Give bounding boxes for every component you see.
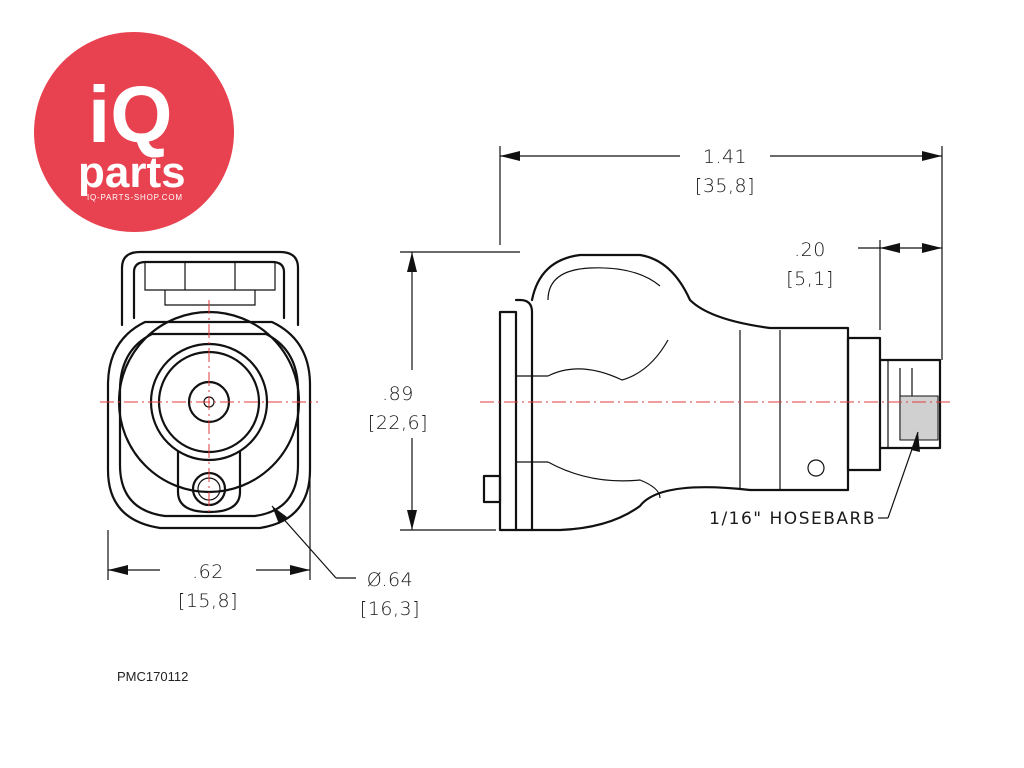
logo-iq-text: iQ bbox=[88, 70, 172, 159]
dim-diameter-arrow bbox=[272, 506, 287, 524]
dim-length-inch: 1.41 bbox=[703, 146, 747, 168]
dimension-labels: 1.41 [35,8] .20 [5,1] .89 [22,6] .62 [15… bbox=[178, 146, 876, 620]
front-loop-latch bbox=[144, 262, 276, 291]
dim-diameter-mm: [16,3] bbox=[360, 598, 420, 620]
side-body-pin bbox=[807, 459, 825, 477]
side-body-contour-2 bbox=[547, 461, 661, 499]
front-body-inner bbox=[118, 332, 300, 518]
dimension-lines bbox=[107, 146, 943, 580]
front-loop-outer bbox=[120, 250, 300, 327]
logo-url-text: IQ-PARTS-SHOP.COM bbox=[87, 193, 183, 202]
side-flange-plate bbox=[498, 310, 518, 532]
front-body-outline bbox=[106, 320, 312, 530]
hosebarb-label: 1/16" HOSEBARB bbox=[709, 509, 876, 529]
hosebarb-arrow bbox=[911, 432, 920, 452]
side-body-contour-3 bbox=[547, 267, 661, 301]
dim-height-inch: .89 bbox=[382, 383, 414, 405]
dim-barb-mm: [5,1] bbox=[786, 268, 834, 290]
dim-width-inch: .62 bbox=[192, 561, 224, 583]
dim-length-arrow-left bbox=[500, 151, 520, 161]
front-latch-block bbox=[164, 290, 256, 306]
dim-width-arrow-right bbox=[290, 565, 310, 575]
dim-barb-arrow-left bbox=[880, 243, 900, 253]
side-body-outline bbox=[530, 253, 850, 532]
side-collar bbox=[846, 336, 882, 472]
side-view bbox=[480, 253, 950, 532]
side-hosebarb-section bbox=[899, 395, 939, 441]
side-hosebarb-outline bbox=[878, 358, 942, 450]
part-number: PMC170112 bbox=[117, 669, 189, 684]
logo-circle bbox=[34, 32, 234, 232]
dim-barb-inch: .20 bbox=[794, 239, 826, 261]
front-view bbox=[100, 250, 318, 530]
side-flange-edge bbox=[514, 298, 534, 532]
dim-width-mm: [15,8] bbox=[178, 590, 238, 612]
dim-height-mm: [22,6] bbox=[368, 412, 428, 434]
dim-height-arrow-bottom bbox=[407, 510, 417, 530]
dim-length-mm: [35,8] bbox=[695, 175, 755, 197]
dim-height-arrow-top bbox=[407, 252, 417, 272]
front-loop-inner bbox=[132, 260, 286, 320]
side-tab bbox=[482, 474, 502, 504]
dim-length-arrow-right bbox=[922, 151, 942, 161]
logo-parts-text: parts bbox=[78, 148, 186, 197]
iq-parts-logo: iQ parts IQ-PARTS-SHOP.COM bbox=[34, 32, 234, 232]
dim-width-arrow-left bbox=[108, 565, 128, 575]
dim-diameter-inch: Ø.64 bbox=[367, 569, 413, 591]
side-body-contour-1 bbox=[547, 339, 669, 381]
dim-barb-arrow-right bbox=[922, 243, 942, 253]
